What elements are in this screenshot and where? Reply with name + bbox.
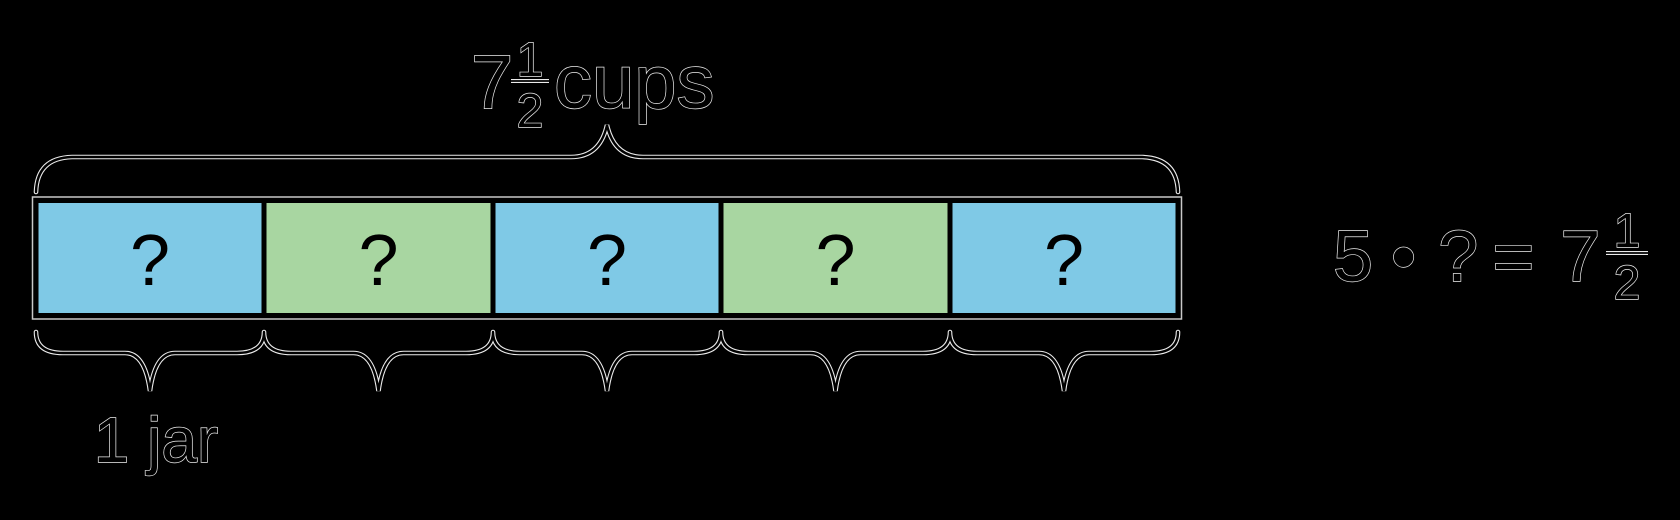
- segment-braces-outline: [36, 332, 1178, 391]
- equation-text: 5•?= 7: [1333, 217, 1600, 297]
- segment-5-question-mark: ?: [1044, 221, 1084, 301]
- total-fraction-denominator: 2: [517, 85, 544, 138]
- tape-segment-4: [718, 198, 953, 318]
- segment-3-question-mark: ?: [587, 221, 627, 301]
- unit-label: 1 jar: [94, 404, 219, 476]
- equation-result-whole: 7: [1560, 217, 1600, 297]
- tape-bar: ? ? ? ? ?: [33, 198, 1181, 318]
- total-brace-outline: [36, 125, 1178, 192]
- total-unit-label: cups: [554, 40, 715, 125]
- equation-result-numerator: 1: [1614, 205, 1641, 258]
- tape-segment-2: [261, 198, 496, 318]
- total-fraction-numerator: 1: [517, 34, 544, 87]
- segment-4-question-mark: ?: [815, 221, 855, 301]
- equation-unknown: ?: [1438, 217, 1478, 297]
- total-label: 7 1 2 cups: [470, 33, 715, 138]
- segment-2-question-mark: ?: [358, 221, 398, 301]
- equation-factor: 5: [1333, 217, 1373, 297]
- tape-segment-5: [947, 198, 1181, 318]
- total-whole-number: 7: [471, 40, 513, 125]
- equation: 5•?= 7 1 2: [1332, 204, 1648, 311]
- equals-sign: =: [1492, 217, 1534, 297]
- segment-1-question-mark: ?: [130, 221, 170, 301]
- tape-bar-fringe: [31, 196, 1183, 320]
- multiplication-dot-icon: •: [1391, 217, 1416, 297]
- equation-result-denominator: 2: [1614, 257, 1641, 310]
